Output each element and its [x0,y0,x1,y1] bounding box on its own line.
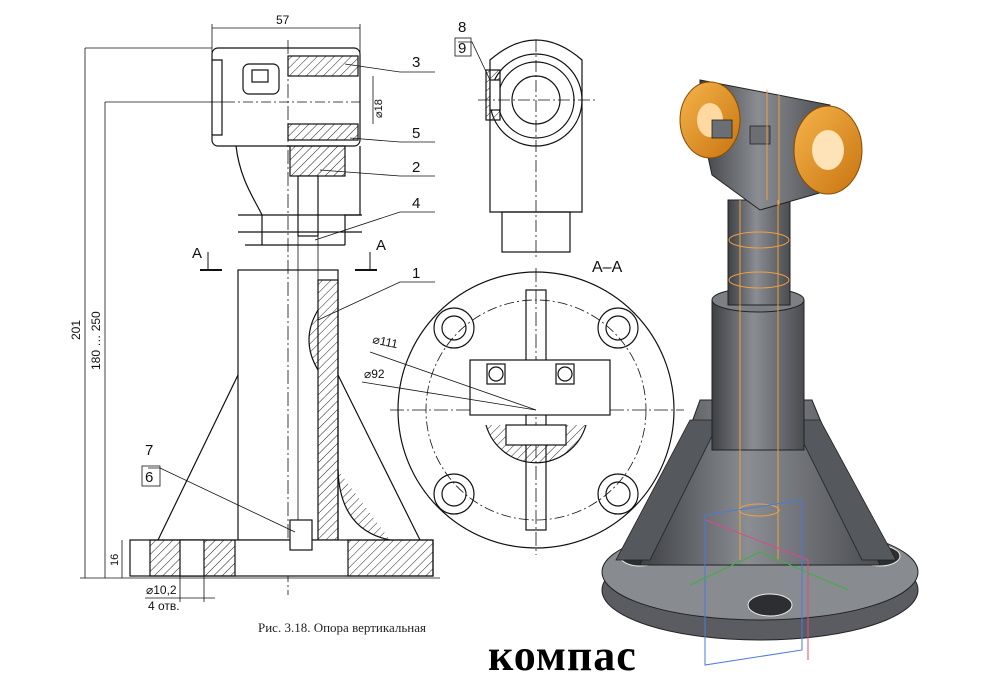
section-mark-left-label: A [192,245,202,262]
dim-total-height: 201 [69,320,83,340]
software-brand-label: компас [488,631,637,680]
model-3d [601,79,919,666]
bolt-hole [597,307,639,349]
front-dimensions [80,24,440,602]
dim-base-height: 16 [109,554,121,566]
section-dimensions [361,351,537,411]
bolt-hole [597,473,639,515]
hidden-edges [728,90,790,560]
side-view [478,39,598,260]
figure-caption: Рис. 3.18. Опора вертикальная [258,620,426,635]
bolt-hole [433,473,475,515]
section-view [390,268,684,555]
callout-5: 5 [412,125,420,142]
callout-2: 2 [412,159,420,176]
front-view [129,40,434,595]
section-label: A–A [592,259,623,276]
section-mark-left [200,252,222,271]
bolt-hole [433,307,475,349]
callout-7: 7 [145,442,153,459]
callout-6: 6 [145,469,153,486]
callout-9: 9 [458,40,466,57]
dim-top-width: 57 [276,13,290,27]
coordinate-planes [689,499,849,666]
callout-8: 8 [458,19,466,36]
dim-outer-dia: ⌀111 [371,332,399,351]
dim-hole-count: 4 отв. [148,599,180,613]
callout-1: 1 [412,265,420,282]
dim-adjust-range: 180 … 250 [89,311,103,370]
dim-hole-dia: ⌀10,2 [146,583,177,597]
dim-bolt-circle: ⌀92 [364,367,385,381]
callout-4: 4 [412,195,420,212]
section-mark-right-label: A [376,237,386,254]
callout-3: 3 [412,54,420,71]
dim-bore-dia: ⌀18 [373,99,385,118]
section-mark-right [355,252,377,271]
